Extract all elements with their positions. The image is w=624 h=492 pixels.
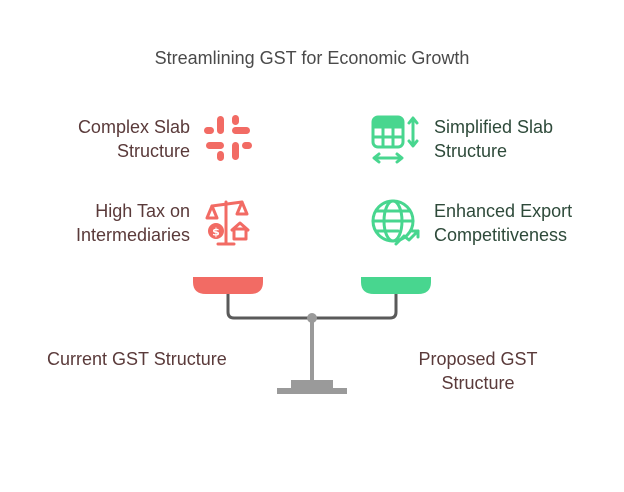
left-item-high-tax: High Tax on Intermediaries bbox=[30, 199, 190, 247]
pivot bbox=[307, 313, 317, 323]
left-item-1-line1: Complex Slab bbox=[77, 117, 190, 137]
right-item-2-line2: Competitiveness bbox=[434, 225, 568, 245]
right-item-2-line1: Enhanced Export bbox=[434, 201, 573, 221]
right-pan bbox=[361, 277, 431, 294]
base-top bbox=[291, 380, 333, 388]
proposed-gst-line2: Structure bbox=[441, 373, 515, 393]
left-item-2-line2: Intermediaries bbox=[75, 225, 190, 245]
right-item-export: Enhanced Export Competitiveness bbox=[434, 199, 614, 247]
left-item-1-line2: Structure bbox=[116, 141, 190, 161]
current-gst-label: Current GST Structure bbox=[47, 349, 227, 369]
pillar bbox=[310, 320, 314, 380]
globe-growth-icon bbox=[368, 196, 424, 252]
proposed-gst-label: Proposed GST Structure bbox=[398, 347, 558, 395]
right-item-1-line1: Simplified Slab bbox=[434, 117, 554, 137]
tax-scale-icon: $ bbox=[202, 196, 258, 252]
right-item-1-line2: Structure bbox=[434, 141, 508, 161]
left-pan bbox=[193, 277, 263, 294]
base-bottom bbox=[277, 388, 347, 394]
right-item-simplified-slab: Simplified Slab Structure bbox=[434, 115, 604, 163]
slack-hash-icon bbox=[200, 110, 256, 166]
svg-text:$: $ bbox=[212, 226, 220, 239]
left-item-2-line1: High Tax on bbox=[95, 201, 190, 221]
proposed-gst-line1: Proposed GST bbox=[418, 349, 538, 369]
table-resize-icon bbox=[367, 112, 423, 168]
left-item-complex-slab: Complex Slab Structure bbox=[40, 115, 190, 163]
diagram-title: Streamlining GST for Economic Growth bbox=[154, 48, 470, 68]
